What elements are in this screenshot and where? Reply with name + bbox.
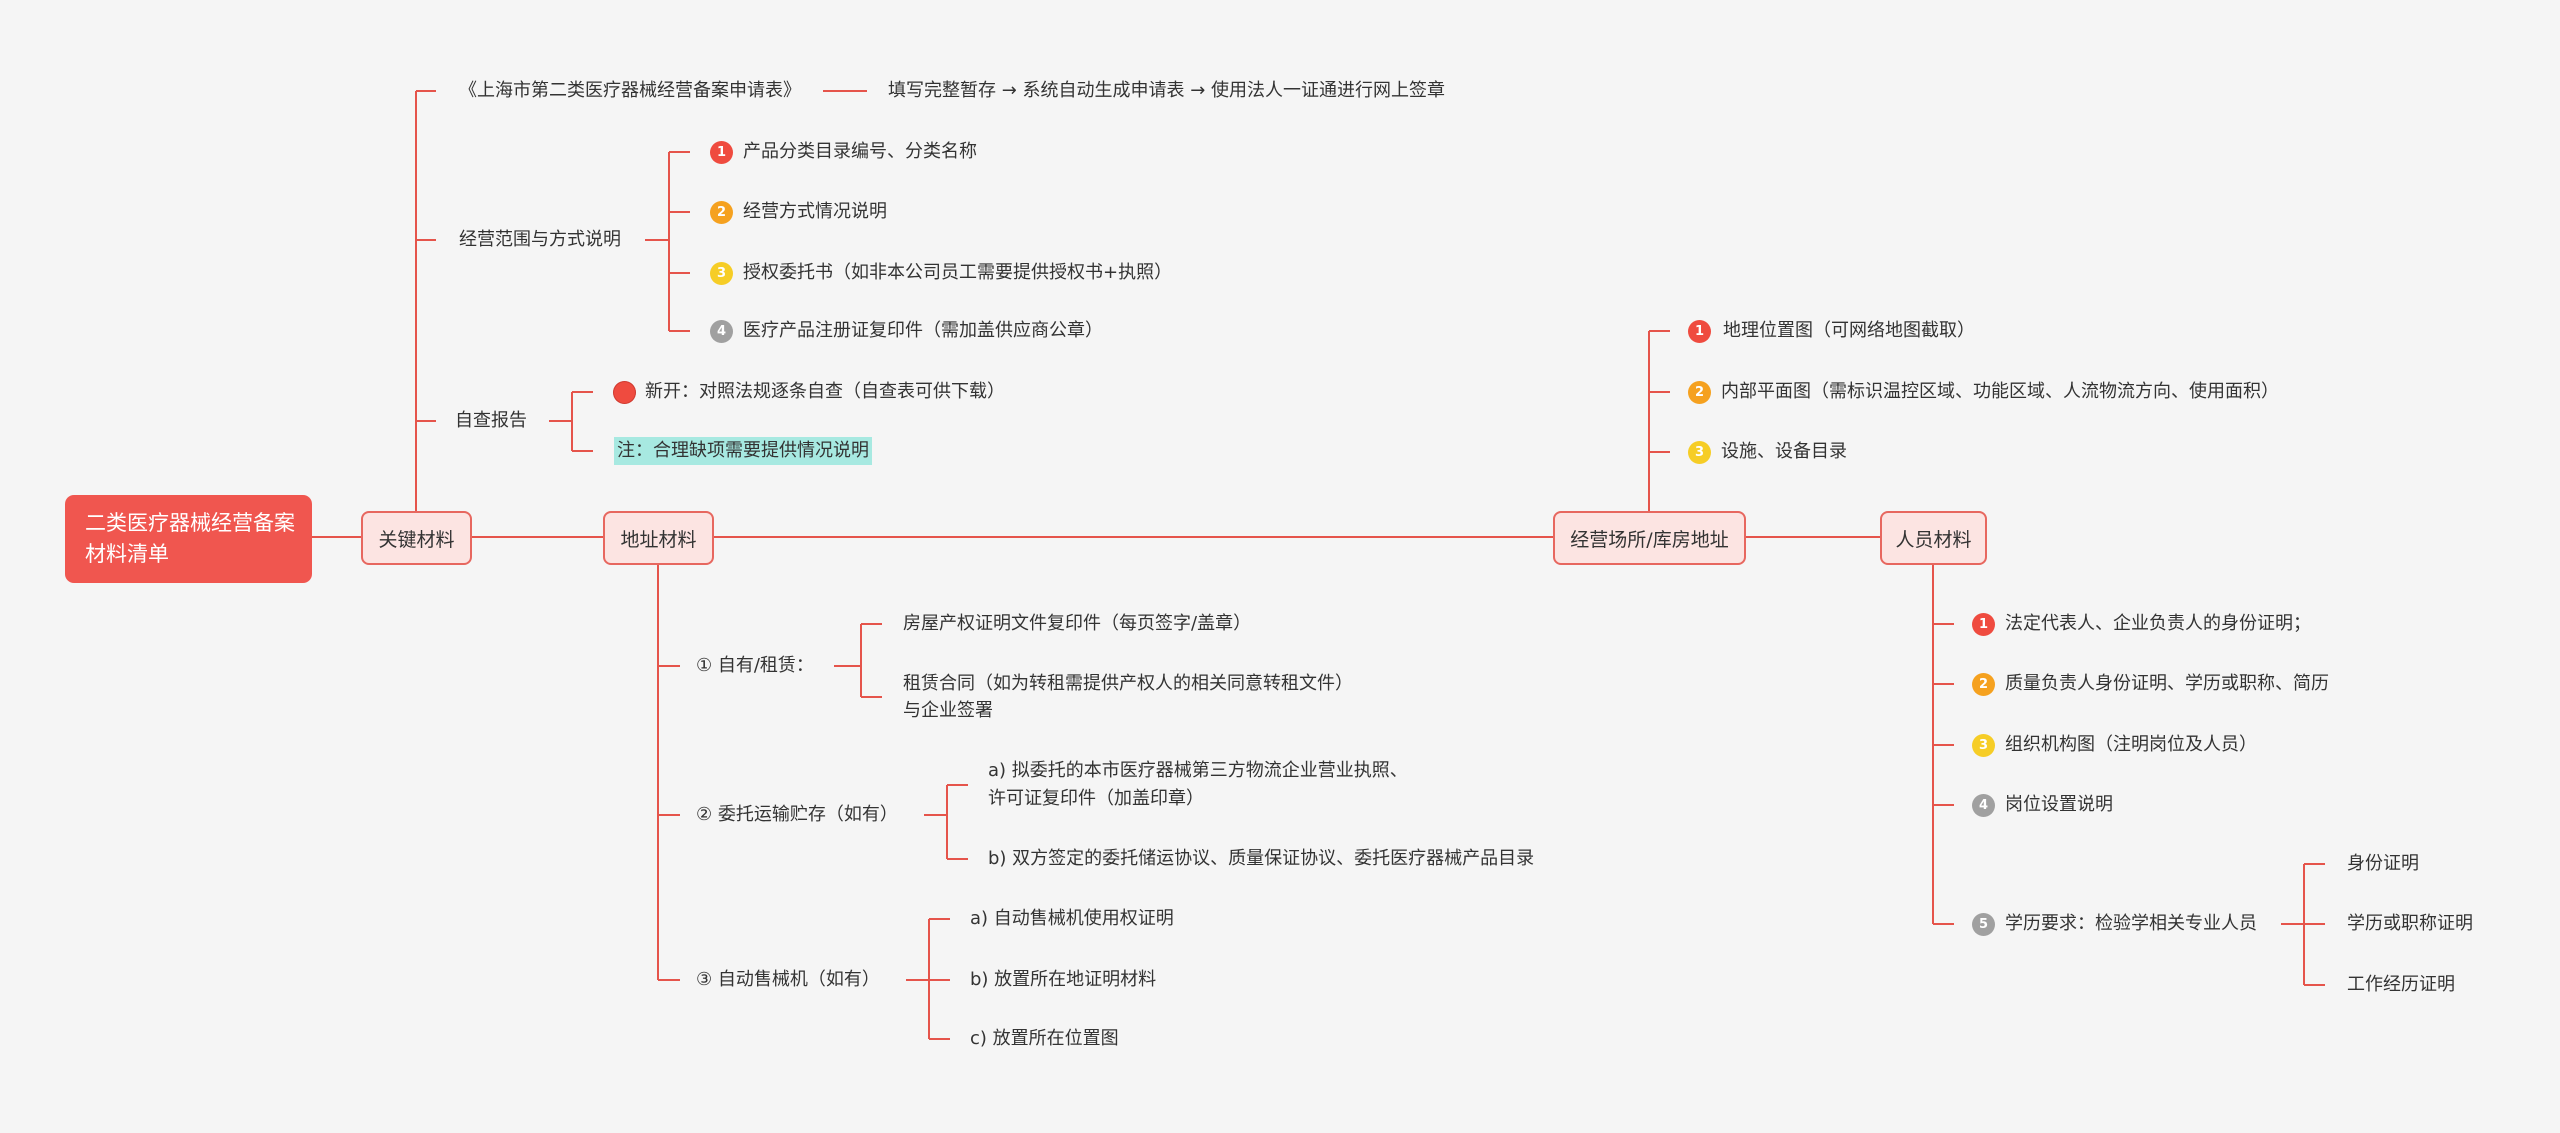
node-key-materials[interactable]: 关键材料	[361, 511, 472, 565]
entrusted-storage-bracket-line	[924, 784, 968, 860]
topic-vending-machine[interactable]: ③ 自动售械机（如有）	[696, 969, 880, 990]
personnel-branch-line	[1932, 565, 1954, 925]
topic-self-check[interactable]: 自查报告	[455, 410, 527, 431]
business-site-branch-line	[1648, 330, 1670, 511]
topic-personnel-item-3[interactable]: 3 组织机构图（注明岗位及人员）	[1972, 733, 2257, 757]
topic-entrusted-storage-item-a[interactable]: a) 拟委托的本市医疗器械第三方物流企业营业执照、 许可证复印件（加盖印章）	[988, 760, 1408, 809]
number-3-badge-icon: 3	[710, 261, 733, 285]
node-business-site-label: 经营场所/库房地址	[1570, 528, 1729, 551]
topic-education-item-id[interactable]: 身份证明	[2347, 853, 2419, 874]
topic-scope-item-4-text: 医疗产品注册证复印件（需加盖供应商公章）	[743, 320, 1103, 341]
topic-self-check-note-highlighted[interactable]: 注：合理缺项需要提供情况说明	[614, 437, 872, 465]
topic-personnel-item-1-text: 法定代表人、企业负责人的身份证明；	[2005, 613, 2311, 634]
topic-personnel-item-1[interactable]: 1 法定代表人、企业负责人的身份证明；	[1972, 612, 2311, 636]
number-1-badge-icon: 1	[710, 140, 733, 164]
topic-scope-item-1-text: 产品分类目录编号、分类名称	[743, 141, 977, 162]
topic-scope-item-1[interactable]: 1 产品分类目录编号、分类名称	[710, 140, 977, 164]
node-key-materials-label: 关键材料	[378, 528, 455, 551]
topic-site-item-3-text: 设施、设备目录	[1721, 441, 1847, 462]
node-address-materials-label: 地址材料	[620, 528, 697, 551]
own-lease-bracket-line	[834, 623, 882, 698]
topic-own-lease[interactable]: ① 自有/租赁：	[696, 655, 814, 676]
topic-vending-machine-item-b[interactable]: b) 放置所在地证明材料	[970, 969, 1157, 990]
topic-personnel-item-4-text: 岗位设置说明	[2005, 794, 2113, 815]
number-3-badge-icon: 3	[1688, 440, 1711, 464]
topic-scope-item-3-text: 授权委托书（如非本公司员工需要提供授权书+执照）	[743, 262, 1173, 283]
vending-machine-bracket-line	[906, 918, 950, 1040]
number-1-badge-icon: 1	[1688, 319, 1711, 343]
education-bracket-line	[2281, 863, 2325, 986]
topic-application-form[interactable]: 《上海市第二类医疗器械经营备案申请表》	[459, 80, 801, 101]
red-dot-icon	[613, 380, 636, 404]
topic-self-check-item-1[interactable]: 新开：对照法规逐条自查（自查表可供下载）	[613, 380, 1005, 404]
topic-self-check-item-1-text: 新开：对照法规逐条自查（自查表可供下载）	[645, 381, 1005, 402]
topic-site-item-2[interactable]: 2 内部平面图（需标识温控区域、功能区域、人流物流方向、使用面积）	[1688, 380, 2279, 404]
number-2-badge-icon: 2	[1688, 380, 1711, 404]
number-4-badge-icon: 4	[710, 319, 733, 343]
topic-personnel-item-2[interactable]: 2 质量负责人身份证明、学历或职称、简历	[1972, 672, 2329, 696]
topic-own-lease-item-1[interactable]: 房屋产权证明文件复印件（每页签字/盖章）	[903, 613, 1252, 634]
topic-personnel-item-5[interactable]: 5 学历要求：检验学相关专业人员	[1972, 912, 2257, 936]
number-4-badge-icon: 4	[1972, 793, 1995, 817]
number-2-badge-icon: 2	[1972, 672, 1995, 696]
topic-site-item-2-text: 内部平面图（需标识温控区域、功能区域、人流物流方向、使用面积）	[1721, 381, 2279, 402]
topic-scope[interactable]: 经营范围与方式说明	[459, 229, 621, 250]
topic-vending-machine-item-a[interactable]: a) 自动售械机使用权证明	[970, 908, 1174, 929]
topic-scope-item-2-text: 经营方式情况说明	[743, 201, 887, 222]
topic-entrusted-storage-item-b[interactable]: b) 双方签定的委托储运协议、质量保证协议、委托医疗器械产品目录	[988, 848, 1535, 869]
topic-personnel-item-3-text: 组织机构图（注明岗位及人员）	[2005, 734, 2257, 755]
key-materials-branch-line	[415, 90, 436, 511]
topic-education-item-experience[interactable]: 工作经历证明	[2347, 974, 2455, 995]
topic-vending-machine-item-c[interactable]: c) 放置所在位置图	[970, 1028, 1119, 1049]
address-materials-branch-line	[657, 565, 680, 981]
scope-bracket-line	[645, 151, 690, 332]
root-node-label: 二类医疗器械经营备案材料清单	[85, 511, 295, 566]
topic-personnel-item-5-text: 学历要求：检验学相关专业人员	[2005, 913, 2257, 934]
topic-scope-item-3[interactable]: 3 授权委托书（如非本公司员工需要提供授权书+执照）	[710, 261, 1172, 285]
number-1-badge-icon: 1	[1972, 612, 1995, 636]
topic-site-item-1-text: 地理位置图（可网络地图截取）	[1723, 320, 1975, 341]
node-personnel[interactable]: 人员材料	[1880, 511, 1987, 565]
node-address-materials[interactable]: 地址材料	[603, 511, 714, 565]
topic-own-lease-item-2[interactable]: 租赁合同（如为转租需提供产权人的相关同意转租文件） 与企业签署	[903, 673, 1353, 721]
topic-education-item-degree[interactable]: 学历或职称证明	[2347, 913, 2473, 934]
topic-personnel-item-4[interactable]: 4 岗位设置说明	[1972, 793, 2113, 817]
topic-entrusted-storage[interactable]: ② 委托运输贮存（如有）	[696, 804, 898, 825]
number-3-badge-icon: 3	[1972, 733, 1995, 757]
topic-site-item-3[interactable]: 3 设施、设备目录	[1688, 440, 1847, 464]
number-5-badge-icon: 5	[1972, 912, 1995, 936]
topic-scope-item-4[interactable]: 4 医疗产品注册证复印件（需加盖供应商公章）	[710, 319, 1103, 343]
topic-site-item-1[interactable]: 1 地理位置图（可网络地图截取）	[1688, 319, 1975, 343]
number-2-badge-icon: 2	[710, 200, 733, 224]
topic-application-form-note[interactable]: 填写完整暂存 → 系统自动生成申请表 → 使用法人一证通进行网上签章	[888, 80, 1446, 101]
node-business-site[interactable]: 经营场所/库房地址	[1553, 511, 1746, 565]
topic-scope-item-2[interactable]: 2 经营方式情况说明	[710, 200, 887, 224]
self-check-bracket-line	[549, 391, 593, 452]
root-node[interactable]: 二类医疗器械经营备案材料清单	[65, 495, 312, 583]
node-personnel-label: 人员材料	[1895, 528, 1972, 551]
topic-personnel-item-2-text: 质量负责人身份证明、学历或职称、简历	[2005, 673, 2329, 694]
